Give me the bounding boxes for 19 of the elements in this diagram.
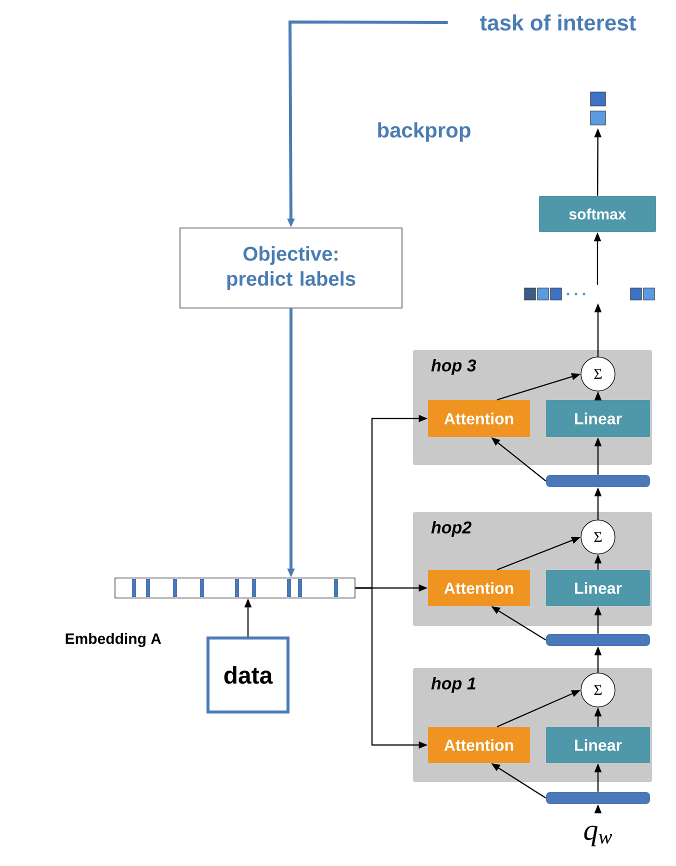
objective-box: Objective: predict labels [180, 228, 402, 308]
data-box: data [206, 636, 290, 714]
linear-box: Linear [546, 727, 650, 763]
label-text: backprop [378, 122, 470, 142]
softmax-box: softmax [539, 196, 656, 232]
query-symbol: q$_{w}$ [584, 826, 612, 846]
input-bar [546, 634, 650, 646]
embedding-bar-drawing [114, 578, 356, 598]
output-vector-drawing [524, 288, 655, 300]
attention-box: Attention [428, 400, 530, 437]
linear-box: Linear [546, 570, 650, 606]
caption-text: Embedding A [66, 632, 162, 648]
linear-box: Linear [546, 400, 650, 437]
heading-text: task of interest [480, 14, 636, 31]
input-bar [546, 792, 650, 804]
attention-box: Attention [428, 727, 530, 763]
attention-box: Attention [428, 570, 530, 606]
input-bar [546, 475, 650, 487]
prediction-drawing [590, 92, 606, 126]
